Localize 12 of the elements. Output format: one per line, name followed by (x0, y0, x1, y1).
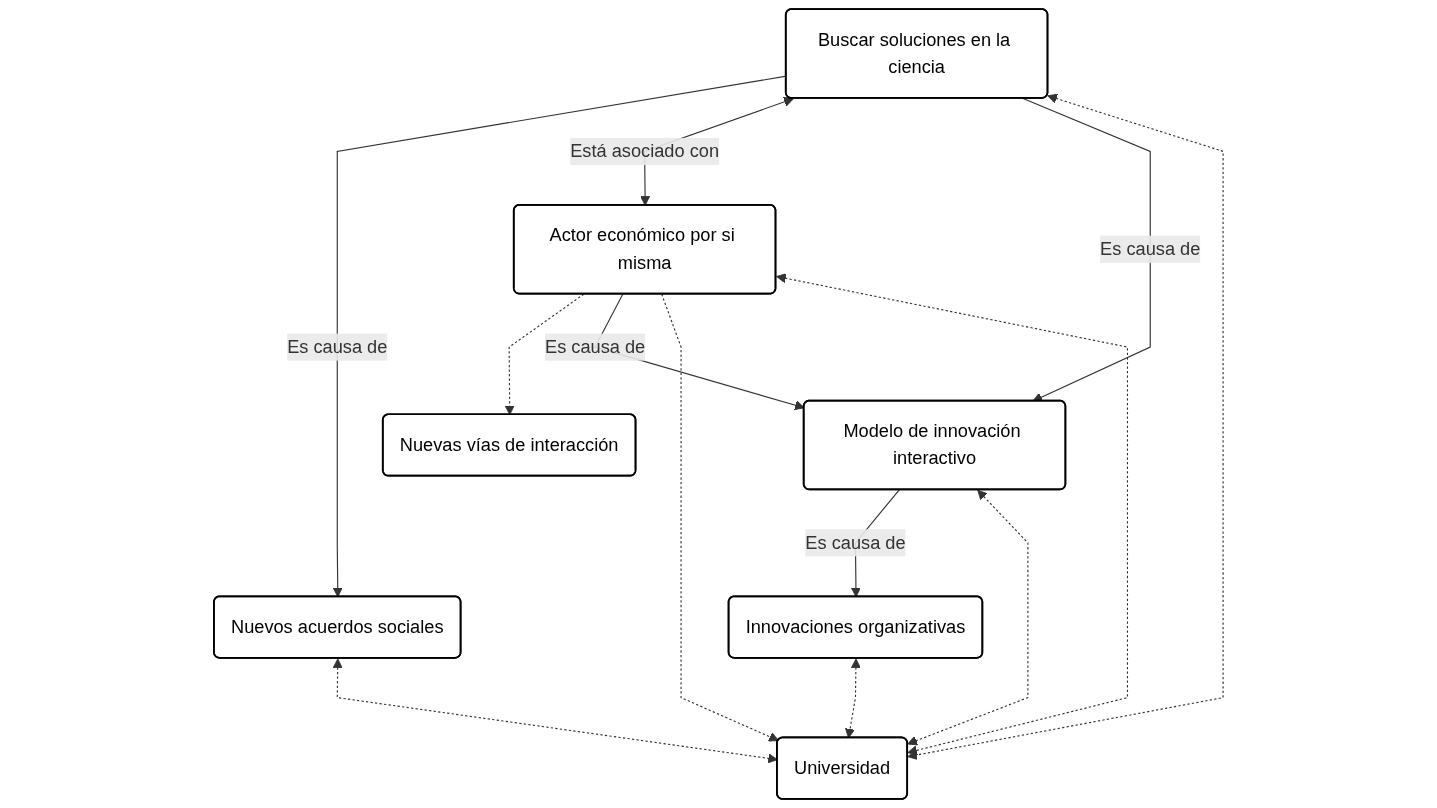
edge-label: Es causa de (545, 336, 646, 357)
edge-label: Es causa de (287, 336, 388, 357)
edge-label: Es causa de (805, 532, 906, 552)
arrow (1022, 97, 1151, 402)
arrow (845, 658, 861, 739)
arrow (776, 273, 1129, 756)
arrow (661, 293, 779, 742)
edge-label: Está asociado con (570, 141, 720, 161)
arrow (504, 293, 585, 416)
edge-label: Es causa de (1100, 238, 1201, 259)
arrow (907, 93, 1224, 760)
arrow (907, 489, 1029, 746)
